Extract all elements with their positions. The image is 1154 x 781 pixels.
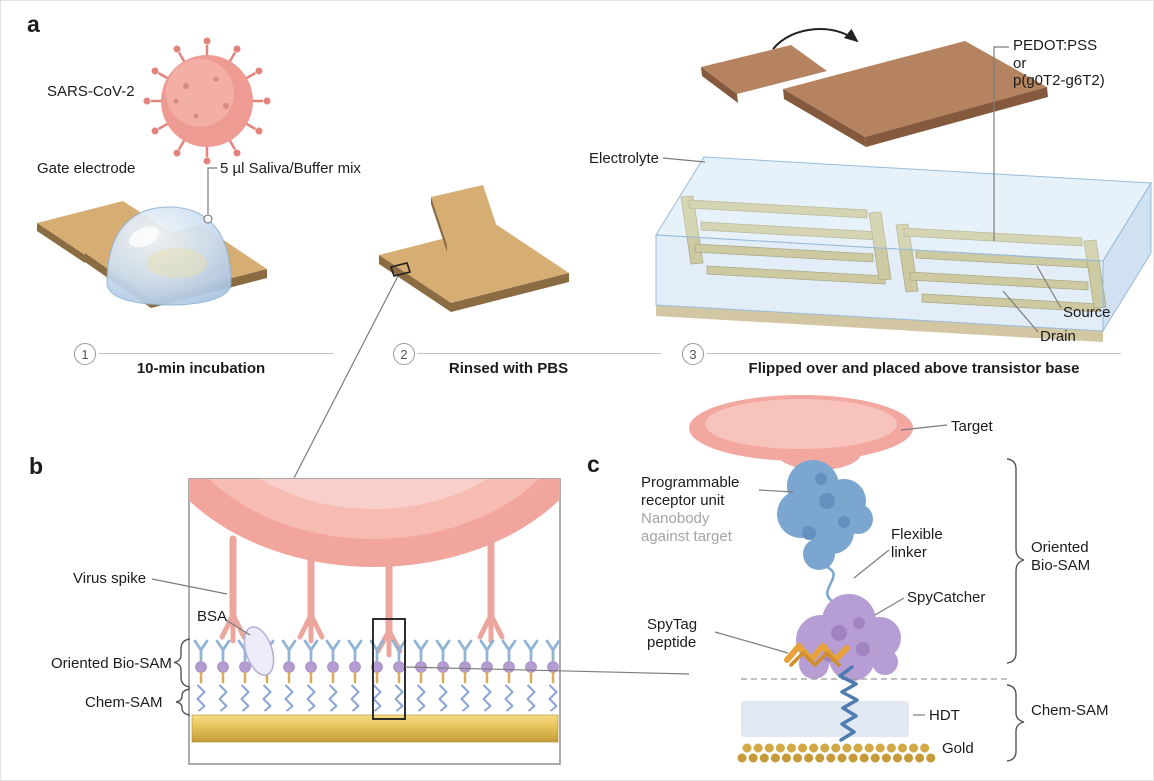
label-virus-spike: Virus spike [73,570,147,587]
label-gate-electrode: Gate electrode [37,160,136,177]
zoom-region-marker [389,262,412,277]
step-1-rule [98,353,334,354]
nanobody-blob [777,460,873,570]
oriented-bio-sam-brace-c [1006,458,1025,664]
label-nanobody-sub: Nanobody against target [641,510,732,545]
panel-c-letter: c [587,451,600,477]
b-to-c-connector [404,666,690,675]
bsa-blob [243,626,275,676]
label-saliva-mix: 5 µl Saliva/Buffer mix [220,160,361,177]
label-hdt: HDT [929,707,960,724]
droplet-pointer-dot [203,214,213,224]
panel-b-illustration [151,478,690,765]
label-bsa: BSA [197,608,228,625]
bio-sam-brace [173,638,191,688]
step-3-caption: Flipped over and placed above transistor… [748,360,1080,377]
label-target: Target [951,418,993,435]
label-electrolyte: Electrolyte [589,150,660,167]
chem-sam-brace [175,688,191,716]
step-2-badge: 2 [393,343,415,365]
highlight-rectangle [372,618,406,720]
gold-atoms [737,743,939,763]
label-chem-sam-c: Chem-SAM [1031,702,1109,719]
target-blob [689,395,913,470]
panel-a-letter: a [27,11,40,37]
flexible-linker-squiggle [826,565,836,605]
transistor-assembly [655,28,1152,342]
spycatcher-blob [796,594,901,681]
electrolyte-box [655,156,1152,333]
step-3-badge: 3 [682,343,704,365]
label-oriented-bio-sam-c: Oriented Bio-SAM [1031,539,1091,574]
label-sars-cov-2: SARS-CoV-2 [47,83,135,100]
flip-arrow-icon [772,28,859,50]
label-programmable-receptor: Programmable receptor unit [641,474,740,509]
gate-electrode-step1 [37,167,267,308]
label-chem-sam-b: Chem-SAM [85,694,163,711]
label-flexible-linker: Flexible linker [891,526,943,561]
panel-b-letter: b [29,453,44,479]
step-2-rule [417,353,661,354]
step-3-rule [706,353,1121,354]
label-spytag: SpyTag peptide [647,616,698,651]
label-oriented-bio-sam-b: Oriented Bio-SAM [51,655,172,672]
step-2-caption: Rinsed with PBS [448,360,569,377]
label-spycatcher: SpyCatcher [907,589,986,606]
gate-electrode-step2 [293,185,569,479]
hdt-layer [741,701,909,737]
label-source: Source [1063,304,1111,321]
label-drain: Drain [1040,328,1076,345]
virus-body [189,479,560,567]
label-gold: Gold [942,740,974,757]
panel-c-illustration [689,395,1025,763]
chem-sam-brace-c [1006,684,1025,762]
step-1-caption: 10-min incubation [136,360,266,377]
virus-illustration [142,36,272,166]
step-1-badge: 1 [74,343,96,365]
saliva-droplet [106,206,232,306]
label-pedot: PEDOT:PSS or p(g0T2-g6T2) [1013,37,1105,90]
anchor-coil [838,665,859,742]
zoom-connector-line [293,275,399,479]
spytag-ribbon [784,643,850,667]
flipped-gate-plate [701,41,1048,147]
